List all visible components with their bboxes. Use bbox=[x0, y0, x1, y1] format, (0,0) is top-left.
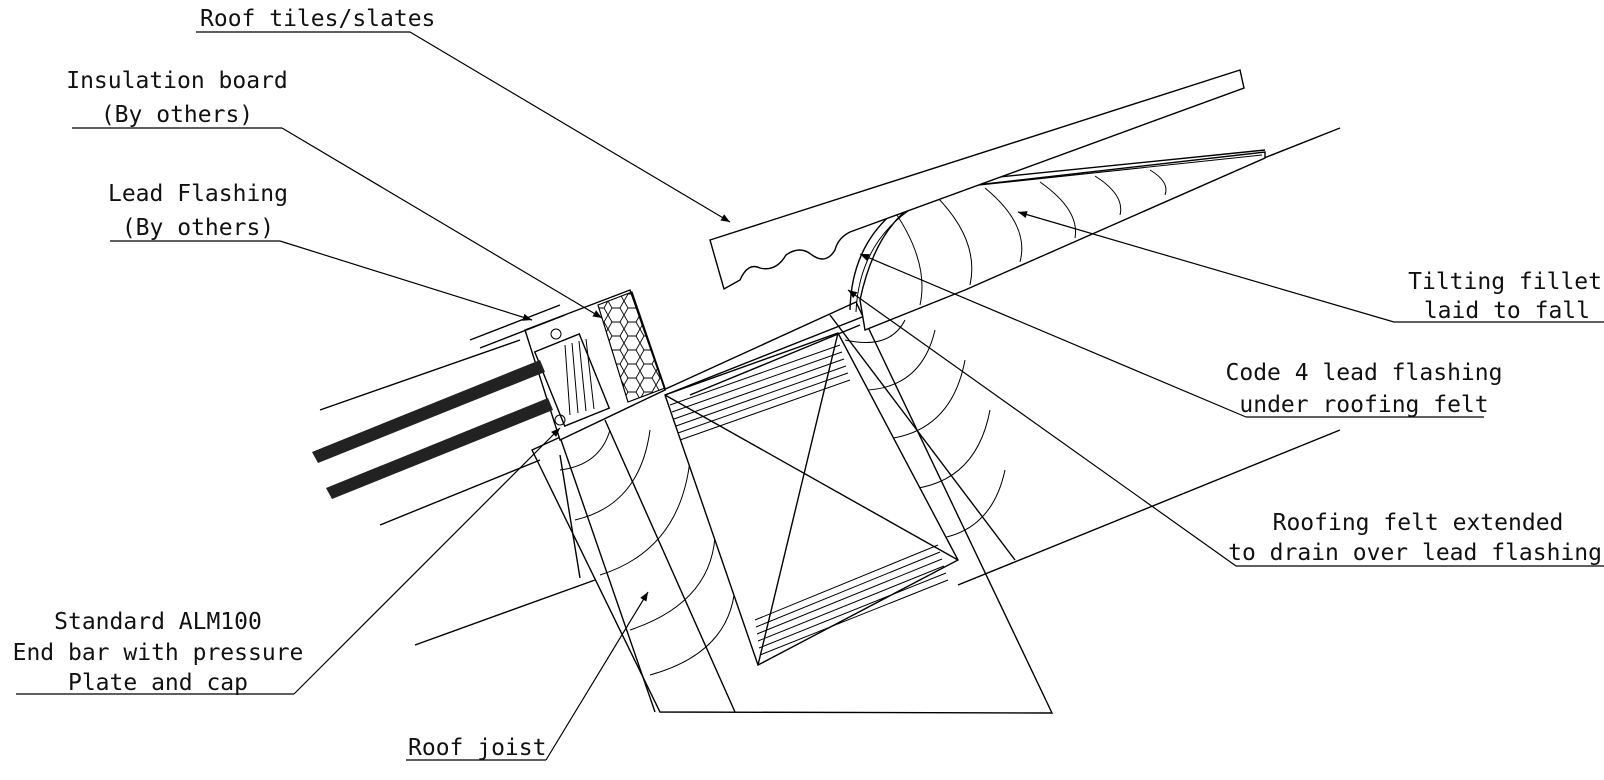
label-insulation-line1: Insulation board bbox=[66, 68, 288, 94]
roof-tile bbox=[709, 69, 1245, 291]
label-alm100-line1: Standard ALM100 bbox=[54, 609, 262, 635]
label-lead-flashing-line2: (By others) bbox=[122, 215, 274, 241]
alm100-end-bar bbox=[312, 289, 666, 499]
label-roof-tiles: Roof tiles/slates bbox=[200, 6, 435, 32]
label-code4-line2: under roofing felt bbox=[1239, 392, 1488, 418]
label-roofing-felt-line2: to drain over lead flashing bbox=[1228, 540, 1602, 566]
label-alm100-line3: Plate and cap bbox=[68, 670, 248, 696]
label-roof-joist: Roof joist bbox=[408, 735, 546, 761]
label-tilting-fillet-line1: Tilting fillet bbox=[1408, 269, 1602, 295]
cross-beam bbox=[664, 332, 959, 666]
label-roofing-felt-line1: Roofing felt extended bbox=[1273, 510, 1564, 536]
label-alm100-line2: End bar with pressure bbox=[13, 640, 304, 666]
label-lead-flashing-line1: Lead Flashing bbox=[108, 181, 288, 207]
annotation-labels: Roof tiles/slates Insulation board (By o… bbox=[13, 6, 1602, 761]
leader-lines bbox=[16, 31, 1604, 761]
label-tilting-fillet-line2: laid to fall bbox=[1424, 298, 1590, 324]
roof-joist-section bbox=[319, 301, 1054, 714]
label-insulation-line2: (By others) bbox=[101, 102, 253, 128]
label-code4-line1: Code 4 lead flashing bbox=[1226, 360, 1503, 386]
